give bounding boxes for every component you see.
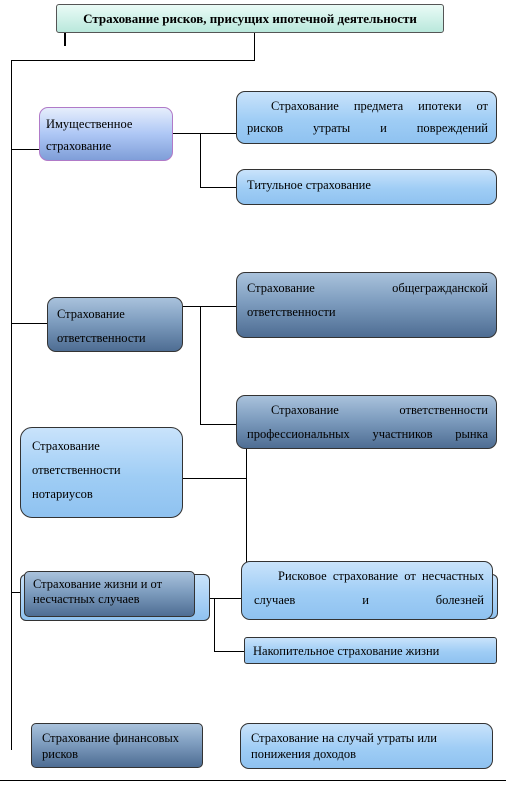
- node-label: Имущественное страхование: [46, 117, 133, 153]
- node-label: Страхование общегражданской ответственно…: [247, 281, 488, 319]
- node-liability-insurance: Страхование ответственности: [47, 297, 183, 352]
- node-civil-liability: Страхование общегражданской ответственно…: [236, 272, 497, 338]
- connector: [194, 598, 242, 599]
- node-label: Страхование жизни и от несчастных случае…: [33, 577, 163, 606]
- node-label: Страхование финансовых рисков: [42, 731, 180, 761]
- connector: [11, 60, 255, 61]
- node-financial-risks: Страхование финансовых рисков: [31, 723, 203, 768]
- connector: [173, 133, 236, 134]
- node-savings-life: Накопительное страхование жизни: [244, 637, 497, 664]
- node-life-insurance: Страхование жизни и от несчастных случае…: [24, 571, 195, 617]
- connector: [11, 323, 47, 324]
- node-label: Титульное страхование: [247, 178, 371, 192]
- node-label: Страхование на случай утраты или понижен…: [251, 731, 437, 761]
- main-spine: [11, 60, 12, 750]
- node-property-subject: Страхование предмета ипотеки от рисков у…: [236, 91, 497, 144]
- node-income-loss: Страхование на случай утраты или понижен…: [240, 723, 493, 769]
- node-label: Рисковое страхование от несчастных случа…: [254, 569, 484, 607]
- node-professional-liability: Страхование ответственности профессионал…: [236, 395, 497, 449]
- connector: [214, 598, 215, 652]
- node-label: Накопительное страхование жизни: [253, 644, 440, 658]
- connector: [200, 424, 236, 425]
- node-notary-liability: Страхование ответственности нотариусов: [20, 427, 183, 518]
- node-title-insurance: Титульное страхование: [236, 169, 497, 205]
- node-risk-accident: Рисковое страхование от несчастных случа…: [241, 561, 493, 620]
- connector: [183, 478, 247, 479]
- connector: [214, 651, 244, 652]
- node-property-insurance: Имущественное страхование: [39, 107, 173, 161]
- connector: [11, 592, 24, 593]
- diagram-title: Страхование рисков, присущих ипотечной д…: [56, 4, 444, 33]
- connector: [64, 33, 66, 46]
- connector: [254, 33, 255, 60]
- bottom-rule: [0, 780, 506, 781]
- connector: [11, 149, 39, 150]
- connector: [200, 306, 201, 425]
- node-label: Страхование ответственности профессионал…: [247, 403, 488, 441]
- connector: [200, 133, 201, 188]
- node-label: Страхование предмета ипотеки от рисков у…: [247, 99, 488, 135]
- connector: [200, 187, 236, 188]
- node-label: Страхование ответственности нотариусов: [32, 439, 121, 501]
- connector: [183, 306, 236, 307]
- diagram-title-text: Страхование рисков, присущих ипотечной д…: [83, 11, 417, 26]
- connector: [246, 448, 247, 563]
- node-label: Страхование ответственности: [57, 307, 146, 345]
